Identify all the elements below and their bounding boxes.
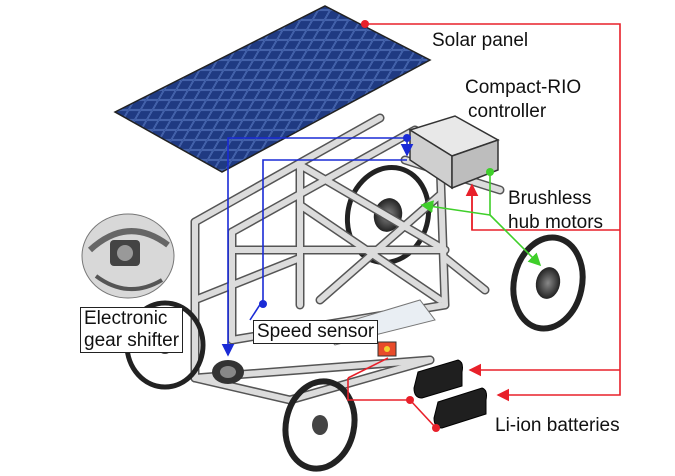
solar-panel bbox=[113, 5, 432, 173]
detached-hub-motor-wheel bbox=[510, 234, 586, 332]
power-wiring bbox=[347, 23, 621, 429]
gear-shifter-label: Electronic gear shifter bbox=[80, 307, 184, 353]
motors-label-line1: Brushless bbox=[508, 188, 592, 209]
vehicle-frame bbox=[190, 113, 505, 405]
drivetrain bbox=[212, 360, 244, 384]
gear-shifter-label-line1: Electronic bbox=[84, 308, 168, 329]
controller-label-line2: controller bbox=[468, 101, 547, 122]
motor-wiring bbox=[420, 172, 542, 267]
controller-label-line1: Compact-RIO bbox=[465, 77, 582, 98]
motors-label-line2: hub motors bbox=[508, 212, 604, 233]
front-right-wheel bbox=[282, 378, 358, 472]
gear-shifter-label-line2: gear shifter bbox=[84, 330, 180, 351]
solar-panel-label: Solar panel bbox=[432, 30, 529, 51]
batteries-label: Li-ion batteries bbox=[495, 415, 620, 436]
sensor-module bbox=[377, 341, 397, 357]
gear-shifter-inset bbox=[81, 213, 175, 299]
battery-packs bbox=[413, 359, 487, 429]
controller-box bbox=[408, 115, 500, 190]
speed-sensor-label: Speed sensor bbox=[253, 320, 379, 344]
